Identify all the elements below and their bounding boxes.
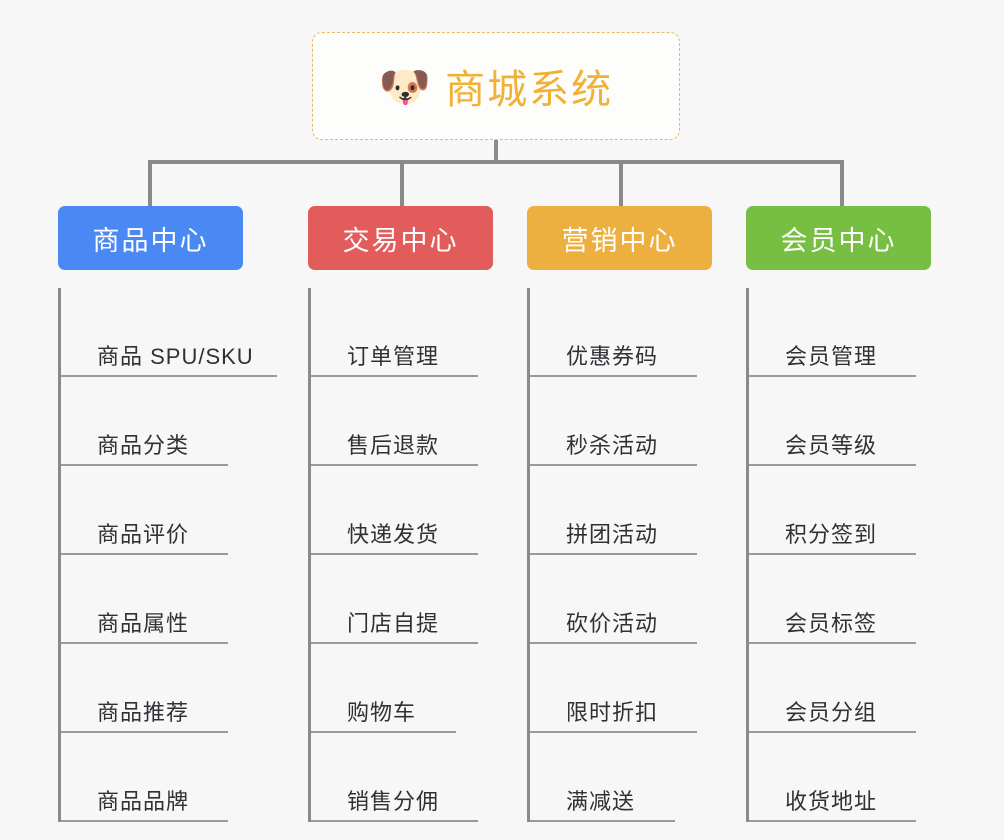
leaf-item-label: 秒杀活动 <box>566 433 659 458</box>
leaf-item-label: 优惠券码 <box>566 344 659 369</box>
connector-drop-2 <box>400 160 404 208</box>
leaf-item[interactable]: 购物车 <box>311 644 493 733</box>
category-column-1: 商品中心商品 SPU/SKU 商品分类商品评价商品属性商品推荐商品品牌 <box>58 206 277 822</box>
leaf-item-rule <box>61 731 228 733</box>
category-column-3: 营销中心优惠券码秒杀活动拼团活动砍价活动限时折扣满减送 <box>527 206 712 822</box>
leaf-item[interactable]: 商品 SPU/SKU <box>61 288 277 377</box>
leaf-item-rule <box>749 642 916 644</box>
leaf-item-label: 会员等级 <box>785 433 878 458</box>
leaf-item-rule <box>61 464 228 466</box>
leaf-item-rule <box>749 553 916 555</box>
leaf-item-label: 收货地址 <box>785 789 878 814</box>
leaf-item[interactable]: 积分签到 <box>749 466 931 555</box>
leaf-item-label: 订单管理 <box>347 344 440 369</box>
leaf-item-rule <box>749 820 916 822</box>
leaf-item[interactable]: 商品推荐 <box>61 644 243 733</box>
leaf-item-rule <box>311 731 456 733</box>
leaf-item[interactable]: 收货地址 <box>749 733 931 822</box>
leaf-item-rule <box>749 731 916 733</box>
leaf-item-rule <box>311 642 478 644</box>
leaf-item[interactable]: 售后退款 <box>311 377 493 466</box>
leaf-item-label: 购物车 <box>347 700 417 725</box>
leaf-item-rule <box>530 642 697 644</box>
leaf-item-rule <box>311 820 478 822</box>
category-header-3[interactable]: 营销中心 <box>527 206 712 270</box>
root-node[interactable]: 🐶 商城系统 <box>312 32 680 140</box>
leaf-item[interactable]: 会员标签 <box>749 555 931 644</box>
leaf-item[interactable]: 商品评价 <box>61 466 243 555</box>
leaf-item-label: 商品评价 <box>97 522 190 547</box>
leaf-item-rule <box>749 375 916 377</box>
leaf-list-2: 订单管理售后退款快递发货门店自提购物车销售分佣 <box>308 288 493 822</box>
leaf-item-rule <box>530 820 675 822</box>
connector-drop-3 <box>619 160 623 208</box>
leaf-item-label: 限时折扣 <box>566 700 659 725</box>
leaf-item[interactable]: 商品分类 <box>61 377 243 466</box>
category-header-1[interactable]: 商品中心 <box>58 206 243 270</box>
shiba-dog-emoji: 🐶 <box>378 63 432 110</box>
category-column-2: 交易中心订单管理售后退款快递发货门店自提购物车销售分佣 <box>308 206 493 822</box>
category-column-4: 会员中心会员管理会员等级积分签到会员标签会员分组收货地址 <box>746 206 931 822</box>
leaf-item-label: 商品推荐 <box>97 700 190 725</box>
leaf-item-label: 满减送 <box>566 789 636 814</box>
leaf-item-label: 拼团活动 <box>566 522 659 547</box>
leaf-item[interactable]: 门店自提 <box>311 555 493 644</box>
leaf-item[interactable]: 商品属性 <box>61 555 243 644</box>
leaf-item-label: 售后退款 <box>347 433 440 458</box>
leaf-item-label: 商品 SPU/SKU <box>97 344 254 369</box>
leaf-item-rule <box>311 553 478 555</box>
leaf-item-rule <box>530 731 697 733</box>
leaf-item-label: 销售分佣 <box>347 789 440 814</box>
leaf-item-rule <box>530 375 697 377</box>
leaf-item[interactable]: 快递发货 <box>311 466 493 555</box>
leaf-item[interactable]: 会员管理 <box>749 288 931 377</box>
leaf-item-label: 商品属性 <box>97 611 190 636</box>
leaf-item-rule <box>61 820 228 822</box>
category-header-2[interactable]: 交易中心 <box>308 206 493 270</box>
leaf-item-rule <box>61 642 228 644</box>
connector-drop-1 <box>148 160 152 208</box>
leaf-item[interactable]: 销售分佣 <box>311 733 493 822</box>
leaf-item-rule <box>749 464 916 466</box>
leaf-item-label: 砍价活动 <box>566 611 659 636</box>
leaf-item-label: 商品分类 <box>97 433 190 458</box>
leaf-item[interactable]: 秒杀活动 <box>530 377 712 466</box>
leaf-item[interactable]: 会员等级 <box>749 377 931 466</box>
leaf-item-label: 会员分组 <box>785 700 878 725</box>
leaf-item-rule <box>311 464 478 466</box>
connector-root-stem <box>494 140 498 163</box>
leaf-item[interactable]: 优惠券码 <box>530 288 712 377</box>
leaf-item[interactable]: 拼团活动 <box>530 466 712 555</box>
leaf-list-3: 优惠券码秒杀活动拼团活动砍价活动限时折扣满减送 <box>527 288 712 822</box>
leaf-item[interactable]: 订单管理 <box>311 288 493 377</box>
connector-drop-4 <box>840 160 844 208</box>
leaf-item-rule <box>530 464 697 466</box>
leaf-item-label: 会员标签 <box>785 611 878 636</box>
leaf-item[interactable]: 限时折扣 <box>530 644 712 733</box>
leaf-item-label: 会员管理 <box>785 344 878 369</box>
leaf-item-rule <box>530 553 697 555</box>
leaf-item-rule <box>311 375 478 377</box>
leaf-item-label: 门店自提 <box>347 611 440 636</box>
root-title: 商城系统 <box>445 68 614 112</box>
leaf-item[interactable]: 商品品牌 <box>61 733 243 822</box>
leaf-item-rule <box>61 553 228 555</box>
leaf-item-label: 快递发货 <box>347 522 440 547</box>
connector-horizontal-bus <box>148 160 844 164</box>
leaf-list-1: 商品 SPU/SKU 商品分类商品评价商品属性商品推荐商品品牌 <box>58 288 277 822</box>
leaf-item[interactable]: 会员分组 <box>749 644 931 733</box>
leaf-item-rule <box>61 375 277 377</box>
leaf-item[interactable]: 砍价活动 <box>530 555 712 644</box>
category-header-4[interactable]: 会员中心 <box>746 206 931 270</box>
leaf-item-label: 积分签到 <box>785 522 878 547</box>
leaf-list-4: 会员管理会员等级积分签到会员标签会员分组收货地址 <box>746 288 931 822</box>
leaf-item[interactable]: 满减送 <box>530 733 712 822</box>
leaf-item-label: 商品品牌 <box>97 789 190 814</box>
